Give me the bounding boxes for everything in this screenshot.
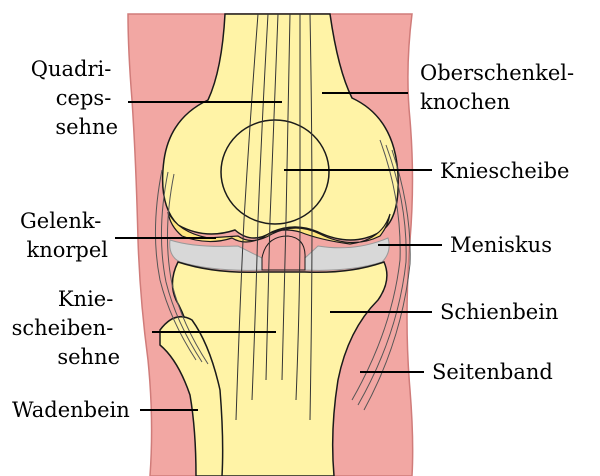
label-line: ceps- xyxy=(56,86,112,110)
meniscus xyxy=(169,239,263,271)
label-line: knorpel xyxy=(26,238,108,262)
label-tibia: Schienbein xyxy=(440,300,558,324)
kneecap xyxy=(220,119,330,225)
label-fibula: Wadenbein xyxy=(12,398,130,422)
intercondylar-notch xyxy=(261,235,306,271)
ligament-fiber xyxy=(351,139,401,401)
label-patellar-tendon: Knie- scheiben- sehne xyxy=(12,287,120,369)
ligament-fiber xyxy=(363,149,411,411)
tendon-fiber xyxy=(251,13,269,401)
label-line: Oberschenkel- xyxy=(420,61,574,85)
meniscus-right xyxy=(304,237,390,271)
ligament-fiber xyxy=(160,171,203,363)
label-cartilage: Gelenk- knorpel xyxy=(20,209,108,262)
tendon-fiber xyxy=(265,13,279,381)
label-line: Meniskus xyxy=(450,233,552,257)
collateral-ligament-fibers xyxy=(351,139,411,411)
ligament-fiber xyxy=(166,173,209,365)
fibula-bone xyxy=(159,315,224,476)
label-femur: Oberschenkel- knochen xyxy=(420,61,581,114)
tendon-fiber xyxy=(235,13,259,421)
label-line: Wadenbein xyxy=(12,398,130,422)
ligament-fiber xyxy=(357,144,407,406)
label-line: Knie- xyxy=(58,287,113,311)
articular-cartilage xyxy=(167,211,391,245)
label-line: sehne xyxy=(55,115,118,139)
label-line: Gelenk- xyxy=(20,209,101,233)
label-line: knochen xyxy=(420,90,510,114)
label-line: Schienbein xyxy=(440,300,558,324)
label-line: sehne xyxy=(57,345,120,369)
tendon-fiber xyxy=(309,13,313,421)
label-line: scheiben- xyxy=(12,316,114,340)
label-kneecap: Kniescheibe xyxy=(440,159,569,183)
label-meniscus: Meniskus xyxy=(450,233,552,257)
left-ligament-fibers xyxy=(154,169,209,365)
label-collateral-ligament: Seitenband xyxy=(432,360,553,384)
label-line: Kniescheibe xyxy=(440,159,569,183)
tendon-fiber xyxy=(295,13,301,401)
label-line: Seitenband xyxy=(432,360,553,384)
label-quadriceps-tendon: Quadri- ceps- sehne xyxy=(31,57,118,139)
ligament-fiber xyxy=(154,169,197,361)
tendon-fibers xyxy=(235,13,313,421)
tendon-fiber xyxy=(281,13,291,381)
label-line: Quadri- xyxy=(31,57,112,81)
